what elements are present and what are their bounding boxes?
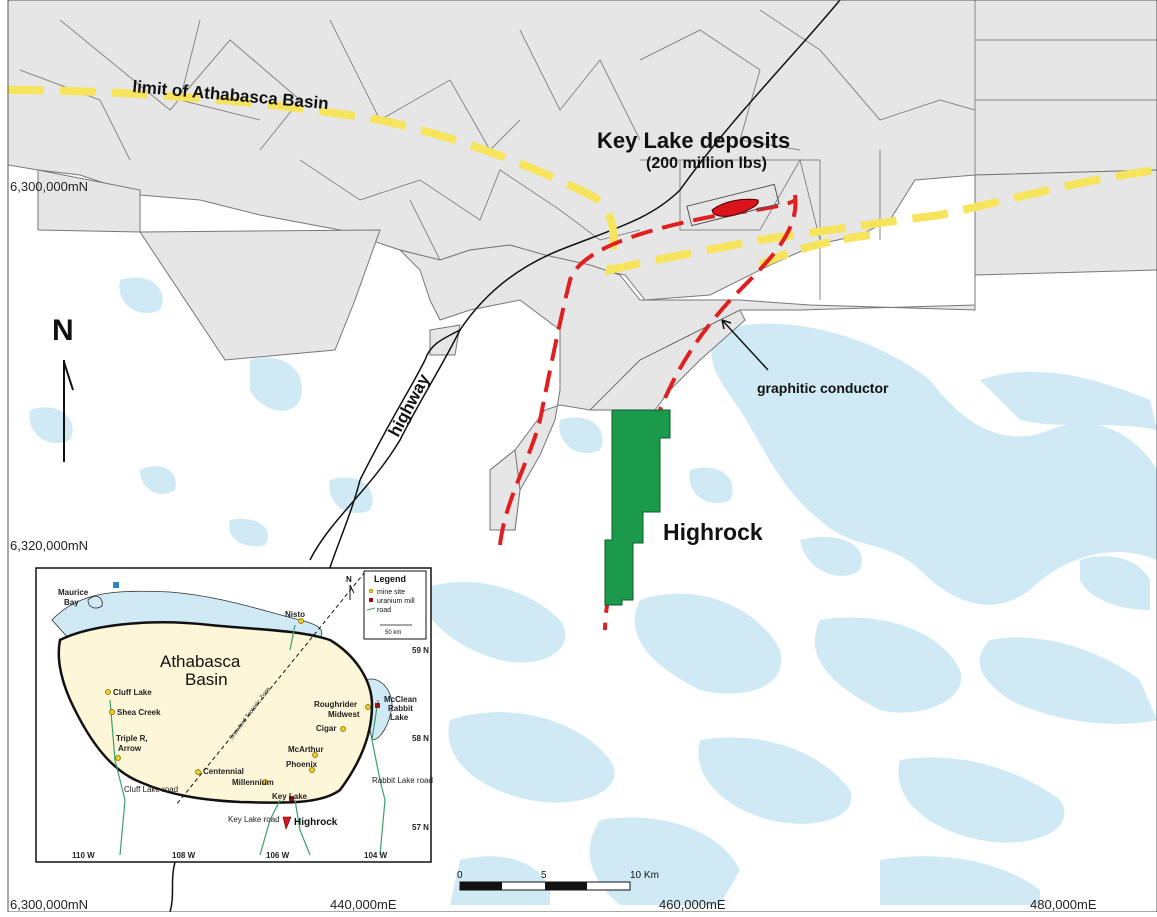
- inset-legend: Legend mine site uranium mill road 50 km: [363, 570, 427, 640]
- highrock-label: Highrock: [663, 519, 763, 545]
- inset-place-shea: Shea Creek: [117, 708, 161, 717]
- inset-place-midwest: Midwest: [328, 710, 360, 719]
- inset-lon-110: 110 W: [72, 851, 95, 860]
- inset-place-roughrider: Roughrider: [314, 700, 357, 709]
- inset-place-triple: Triple R,: [116, 734, 148, 743]
- key-lake-deposit: [711, 198, 759, 217]
- inset-lon-108: 108 W: [172, 851, 196, 860]
- scale-label-10: 10 Km: [630, 870, 659, 881]
- inset-place-rabbit: Rabbit: [388, 704, 413, 713]
- inset-basin: [57, 621, 374, 804]
- coord-n-6320: 6,320,000mN: [10, 538, 88, 553]
- inset-place-cluff: Cluff Lake: [113, 688, 152, 697]
- inset-lon-106: 106 W: [266, 851, 290, 860]
- inset-place-mcarthur: McArthur: [288, 745, 324, 754]
- inset-road-cluff: Cluff Lake road: [124, 785, 178, 794]
- highway-label: highway: [385, 370, 434, 439]
- inset-north-label: N: [346, 575, 352, 584]
- north-label: N: [52, 314, 74, 347]
- legend-mine: mine site: [377, 589, 405, 596]
- highrock-claim: [604, 409, 671, 606]
- basin-limit-line: [7, 86, 1157, 276]
- inset-road-rabbit: Rabbit Lake road: [372, 776, 433, 785]
- key-lake-subtitle: (200 million lbs): [646, 155, 767, 172]
- inset-place-nisto: Nisto: [285, 610, 305, 619]
- inset-north-icon: N: [346, 575, 355, 600]
- legend-title: Legend: [374, 574, 406, 584]
- legend-scale: 50 km: [385, 630, 401, 636]
- north-arrow-icon: N: [52, 314, 74, 462]
- inset-place-mcclean: McClean: [384, 695, 417, 704]
- inset-place-lake: Lake: [390, 713, 409, 722]
- legend-road: road: [377, 607, 391, 614]
- coord-e-440: 440,000mE: [330, 897, 397, 912]
- inset-highrock-label: Highrock: [294, 817, 338, 828]
- scale-bar: 0 5 10 Km: [457, 870, 659, 891]
- inset-lon-104: 104 W: [364, 851, 388, 860]
- scale-label-0: 0: [457, 870, 463, 881]
- inset-zone-line: [175, 571, 366, 806]
- conductor-arrow: [721, 319, 769, 371]
- coord-n-6300-bottom: 6,300,000mN: [10, 897, 88, 912]
- inset-place-arrow: Arrow: [118, 744, 142, 753]
- inset-place-millennium: Millennium: [232, 778, 274, 787]
- inset-lat-57: 57 N: [412, 823, 429, 832]
- inset-basin-name-2: Basin: [185, 670, 228, 689]
- scale-label-5: 5: [541, 870, 547, 881]
- inset-place-phoenix: Phoenix: [286, 760, 318, 769]
- legend-mill: uranium mill: [377, 598, 415, 605]
- coord-e-480: 480,000mE: [1030, 897, 1097, 912]
- inset-highrock-marker: [282, 816, 292, 830]
- coord-n-6300-top: 6,300,000mN: [10, 179, 88, 194]
- inset-road-keylake: Key Lake road: [228, 815, 280, 824]
- inset-place-maurice: Maurice: [58, 588, 89, 597]
- inset-lat-58: 58 N: [412, 734, 429, 743]
- conductor-label: graphitic conductor: [757, 380, 889, 396]
- inset-map: Snowbird Tectonic Zone Athabasca Basin M…: [35, 567, 433, 863]
- key-lake-title: Key Lake deposits: [597, 128, 790, 153]
- inset-place-bay: Bay: [64, 598, 79, 607]
- inset-basin-name-1: Athabasca: [160, 652, 241, 671]
- inset-place-centennial: Centennial: [203, 767, 244, 776]
- inset-place-keylake: Key Lake: [272, 792, 308, 801]
- coord-e-460: 460,000mE: [659, 897, 726, 912]
- inset-place-cigar: Cigar: [316, 724, 336, 733]
- lakes: [29, 277, 1157, 905]
- inset-lat-59: 59 N: [412, 646, 429, 655]
